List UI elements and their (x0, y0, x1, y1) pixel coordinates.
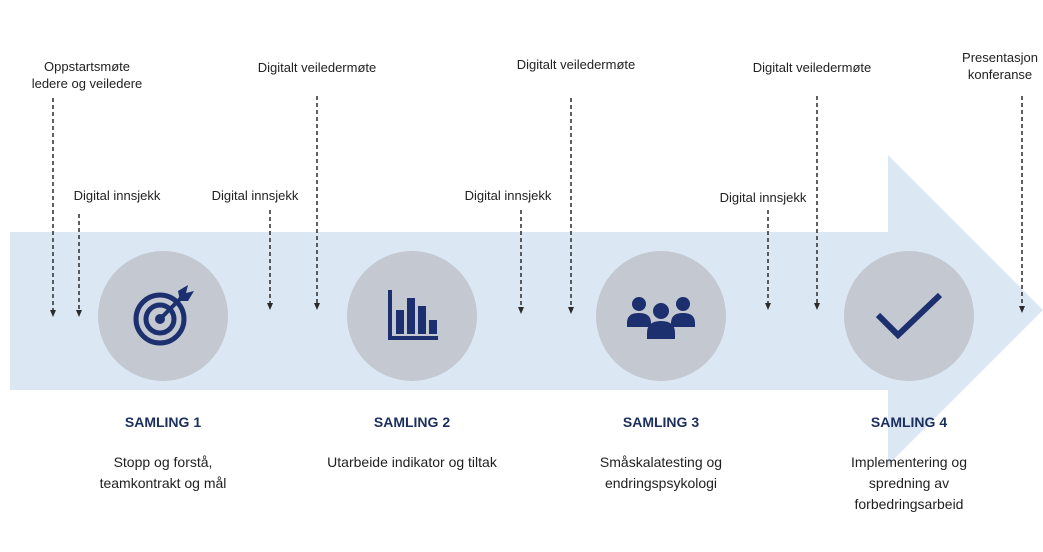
stage-4-title: SAMLING 4 (870, 414, 948, 430)
stage-3-description: Småskalatesting og endringspsykologi (599, 454, 723, 491)
people-group-icon (627, 297, 695, 339)
label-innsjekk-4: Digital innsjekk (719, 190, 807, 205)
label-veiledermote-3: Digitalt veiledermøte (752, 60, 872, 75)
label-presentasjon: Presentasjon konferanse (962, 50, 1038, 82)
checkmark-icon (875, 292, 943, 340)
stage-1-title: SAMLING 1 (124, 414, 202, 430)
stage-2-title: SAMLING 2 (373, 414, 451, 430)
label-innsjekk-2: Digital innsjekk (211, 188, 299, 203)
label-innsjekk-3: Digital innsjekk (464, 188, 552, 203)
label-veiledermote-2: Digitalt veiledermøte (516, 57, 636, 72)
stage-1-circle (98, 251, 228, 381)
label-innsjekk-1: Digital innsjekk (73, 188, 161, 203)
stage-2-description: Utarbeide indikator og tiltak (327, 454, 497, 470)
stage-3-circle (596, 251, 726, 381)
stage-3-title: SAMLING 3 (622, 414, 700, 430)
label-veiledermote-1: Digitalt veiledermøte (257, 60, 377, 75)
label-oppstartsmote: Oppstartsmøte ledere og veiledere (31, 59, 143, 91)
stage-1-description: Stopp og forstå, teamkontrakt og mål (99, 454, 227, 491)
stage-2-circle (347, 251, 477, 381)
stage-4-circle (844, 251, 974, 381)
bar-chart-icon (388, 290, 438, 340)
stage-4-description: Implementering og spredning av forbedrin… (851, 454, 967, 512)
target-icon (133, 285, 194, 346)
